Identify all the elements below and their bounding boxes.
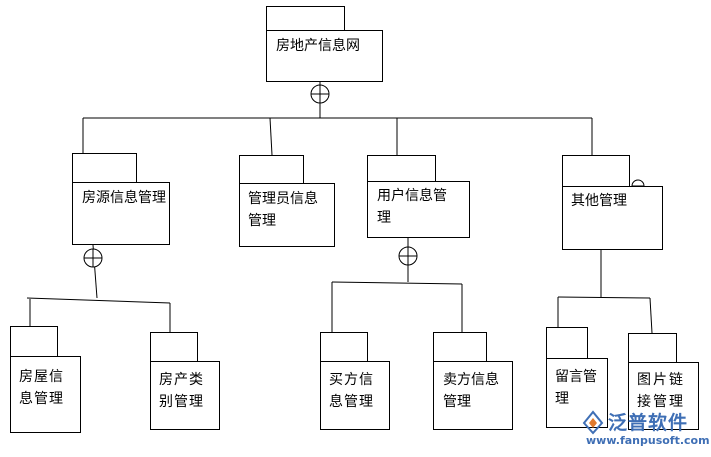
other-box — [562, 186, 663, 250]
other-half-circle-icon — [631, 179, 645, 187]
watermark: 泛普软件 www.fanpusoft.com — [578, 408, 710, 454]
house-source-box-tab — [72, 153, 137, 183]
buyer-info-box — [320, 361, 390, 430]
house-source-label: 房源信息管理 — [82, 190, 166, 206]
other-box-tab — [562, 155, 630, 187]
other-bus — [557, 296, 651, 299]
buyer-info-label: 买方信 息管理 — [329, 372, 374, 410]
user-info-box-tab — [367, 155, 436, 182]
watermark-url: www.fanpusoft.com — [586, 434, 710, 447]
image-link-box — [628, 362, 699, 430]
seller-info-box — [433, 361, 513, 430]
message-box-tab — [546, 327, 588, 359]
seller-info-box-tab — [433, 332, 487, 362]
house-info-box — [10, 356, 81, 433]
house-info-box-tab — [10, 326, 58, 357]
house-type-box — [150, 361, 220, 430]
user-info-label: 用户信息管 理 — [377, 188, 447, 226]
watermark-name: 泛普软件 — [608, 412, 689, 434]
drop-image-link — [649, 297, 653, 334]
fanpu-logo-icon — [582, 410, 604, 435]
root-box — [266, 30, 383, 82]
user-info-box — [367, 181, 470, 238]
drop-admin-info — [269, 117, 273, 156]
admin-info-box-tab — [239, 155, 304, 184]
house-type-box-tab — [150, 332, 198, 362]
other-label: 其他管理 — [571, 193, 627, 209]
image-link-box-tab — [628, 333, 677, 363]
admin-info-box — [239, 183, 335, 247]
admin-info-label: 管理员信息 管理 — [248, 191, 318, 229]
house-info-label: 房屋信 息管理 — [19, 369, 64, 407]
root-box-tab — [266, 6, 345, 31]
house-source-bus — [26, 297, 171, 304]
user-info-bus — [331, 281, 463, 285]
house-type-label: 房产类 别管理 — [159, 372, 204, 410]
house-source-box — [72, 182, 170, 245]
user-info-aggregation-icon — [398, 246, 418, 266]
buyer-info-box-tab — [320, 332, 368, 362]
house-source-aggregation-icon — [83, 248, 103, 268]
message-label: 留言管 理 — [555, 369, 597, 407]
root-aggregation-icon — [310, 84, 330, 104]
root-label: 房地产信息网 — [276, 38, 360, 54]
seller-info-label: 卖方信息 管理 — [443, 372, 499, 410]
image-link-label: 图片链 接管理 — [637, 372, 685, 410]
